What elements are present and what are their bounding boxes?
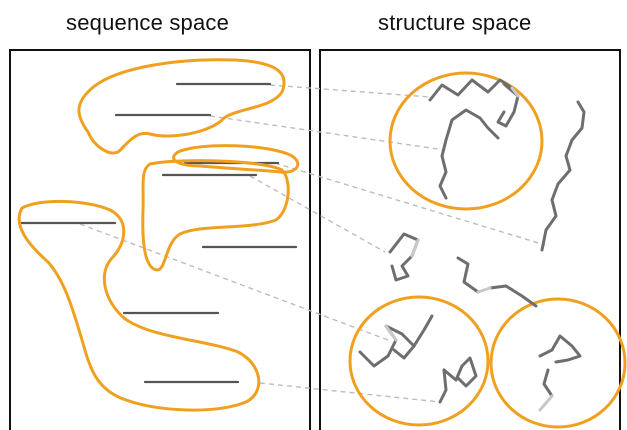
sequence-space-title: sequence space bbox=[66, 10, 230, 35]
mapping-line bbox=[209, 115, 446, 151]
structure-chain bbox=[442, 356, 478, 388]
structure-chain bbox=[540, 100, 586, 252]
structure-chain bbox=[538, 334, 582, 364]
structure-cluster-circle bbox=[489, 297, 627, 429]
sequence-space-frame bbox=[9, 49, 311, 430]
structure-segment bbox=[510, 86, 520, 98]
structure-highlights bbox=[384, 86, 554, 412]
structure-segment bbox=[538, 394, 554, 412]
structure-clusters bbox=[348, 71, 627, 429]
structure-chain bbox=[412, 314, 434, 348]
mapping-line bbox=[79, 223, 389, 341]
sequence-cluster-outline bbox=[17, 200, 261, 412]
structure-segment bbox=[384, 324, 398, 342]
sequence-clusters bbox=[17, 58, 300, 412]
sequence-cluster-outline bbox=[77, 58, 286, 155]
structure-segment bbox=[476, 286, 492, 294]
sequences bbox=[18, 82, 298, 384]
structure-chain bbox=[438, 368, 448, 404]
structure-chain bbox=[456, 256, 480, 294]
structure-chain bbox=[438, 138, 448, 200]
structure-space-title: structure space bbox=[378, 10, 532, 35]
mapping-lines bbox=[79, 84, 546, 403]
structure-cluster-circle bbox=[348, 295, 490, 427]
structure-chain bbox=[388, 232, 420, 282]
structure-chain bbox=[444, 108, 500, 142]
mapping-line bbox=[249, 175, 386, 253]
structure-chain bbox=[488, 284, 538, 308]
structure-space-frame bbox=[319, 49, 621, 430]
structure-segment bbox=[410, 238, 420, 258]
mapping-line bbox=[269, 84, 431, 98]
structure-chain bbox=[542, 368, 554, 398]
structure-cluster-circle bbox=[388, 71, 544, 211]
sequence-cluster-outline bbox=[172, 144, 300, 174]
mapping-line bbox=[259, 382, 441, 403]
structures bbox=[358, 78, 586, 404]
sequence-cluster-outline bbox=[141, 159, 290, 272]
structure-chain bbox=[428, 78, 514, 102]
mapping-line bbox=[274, 162, 546, 246]
